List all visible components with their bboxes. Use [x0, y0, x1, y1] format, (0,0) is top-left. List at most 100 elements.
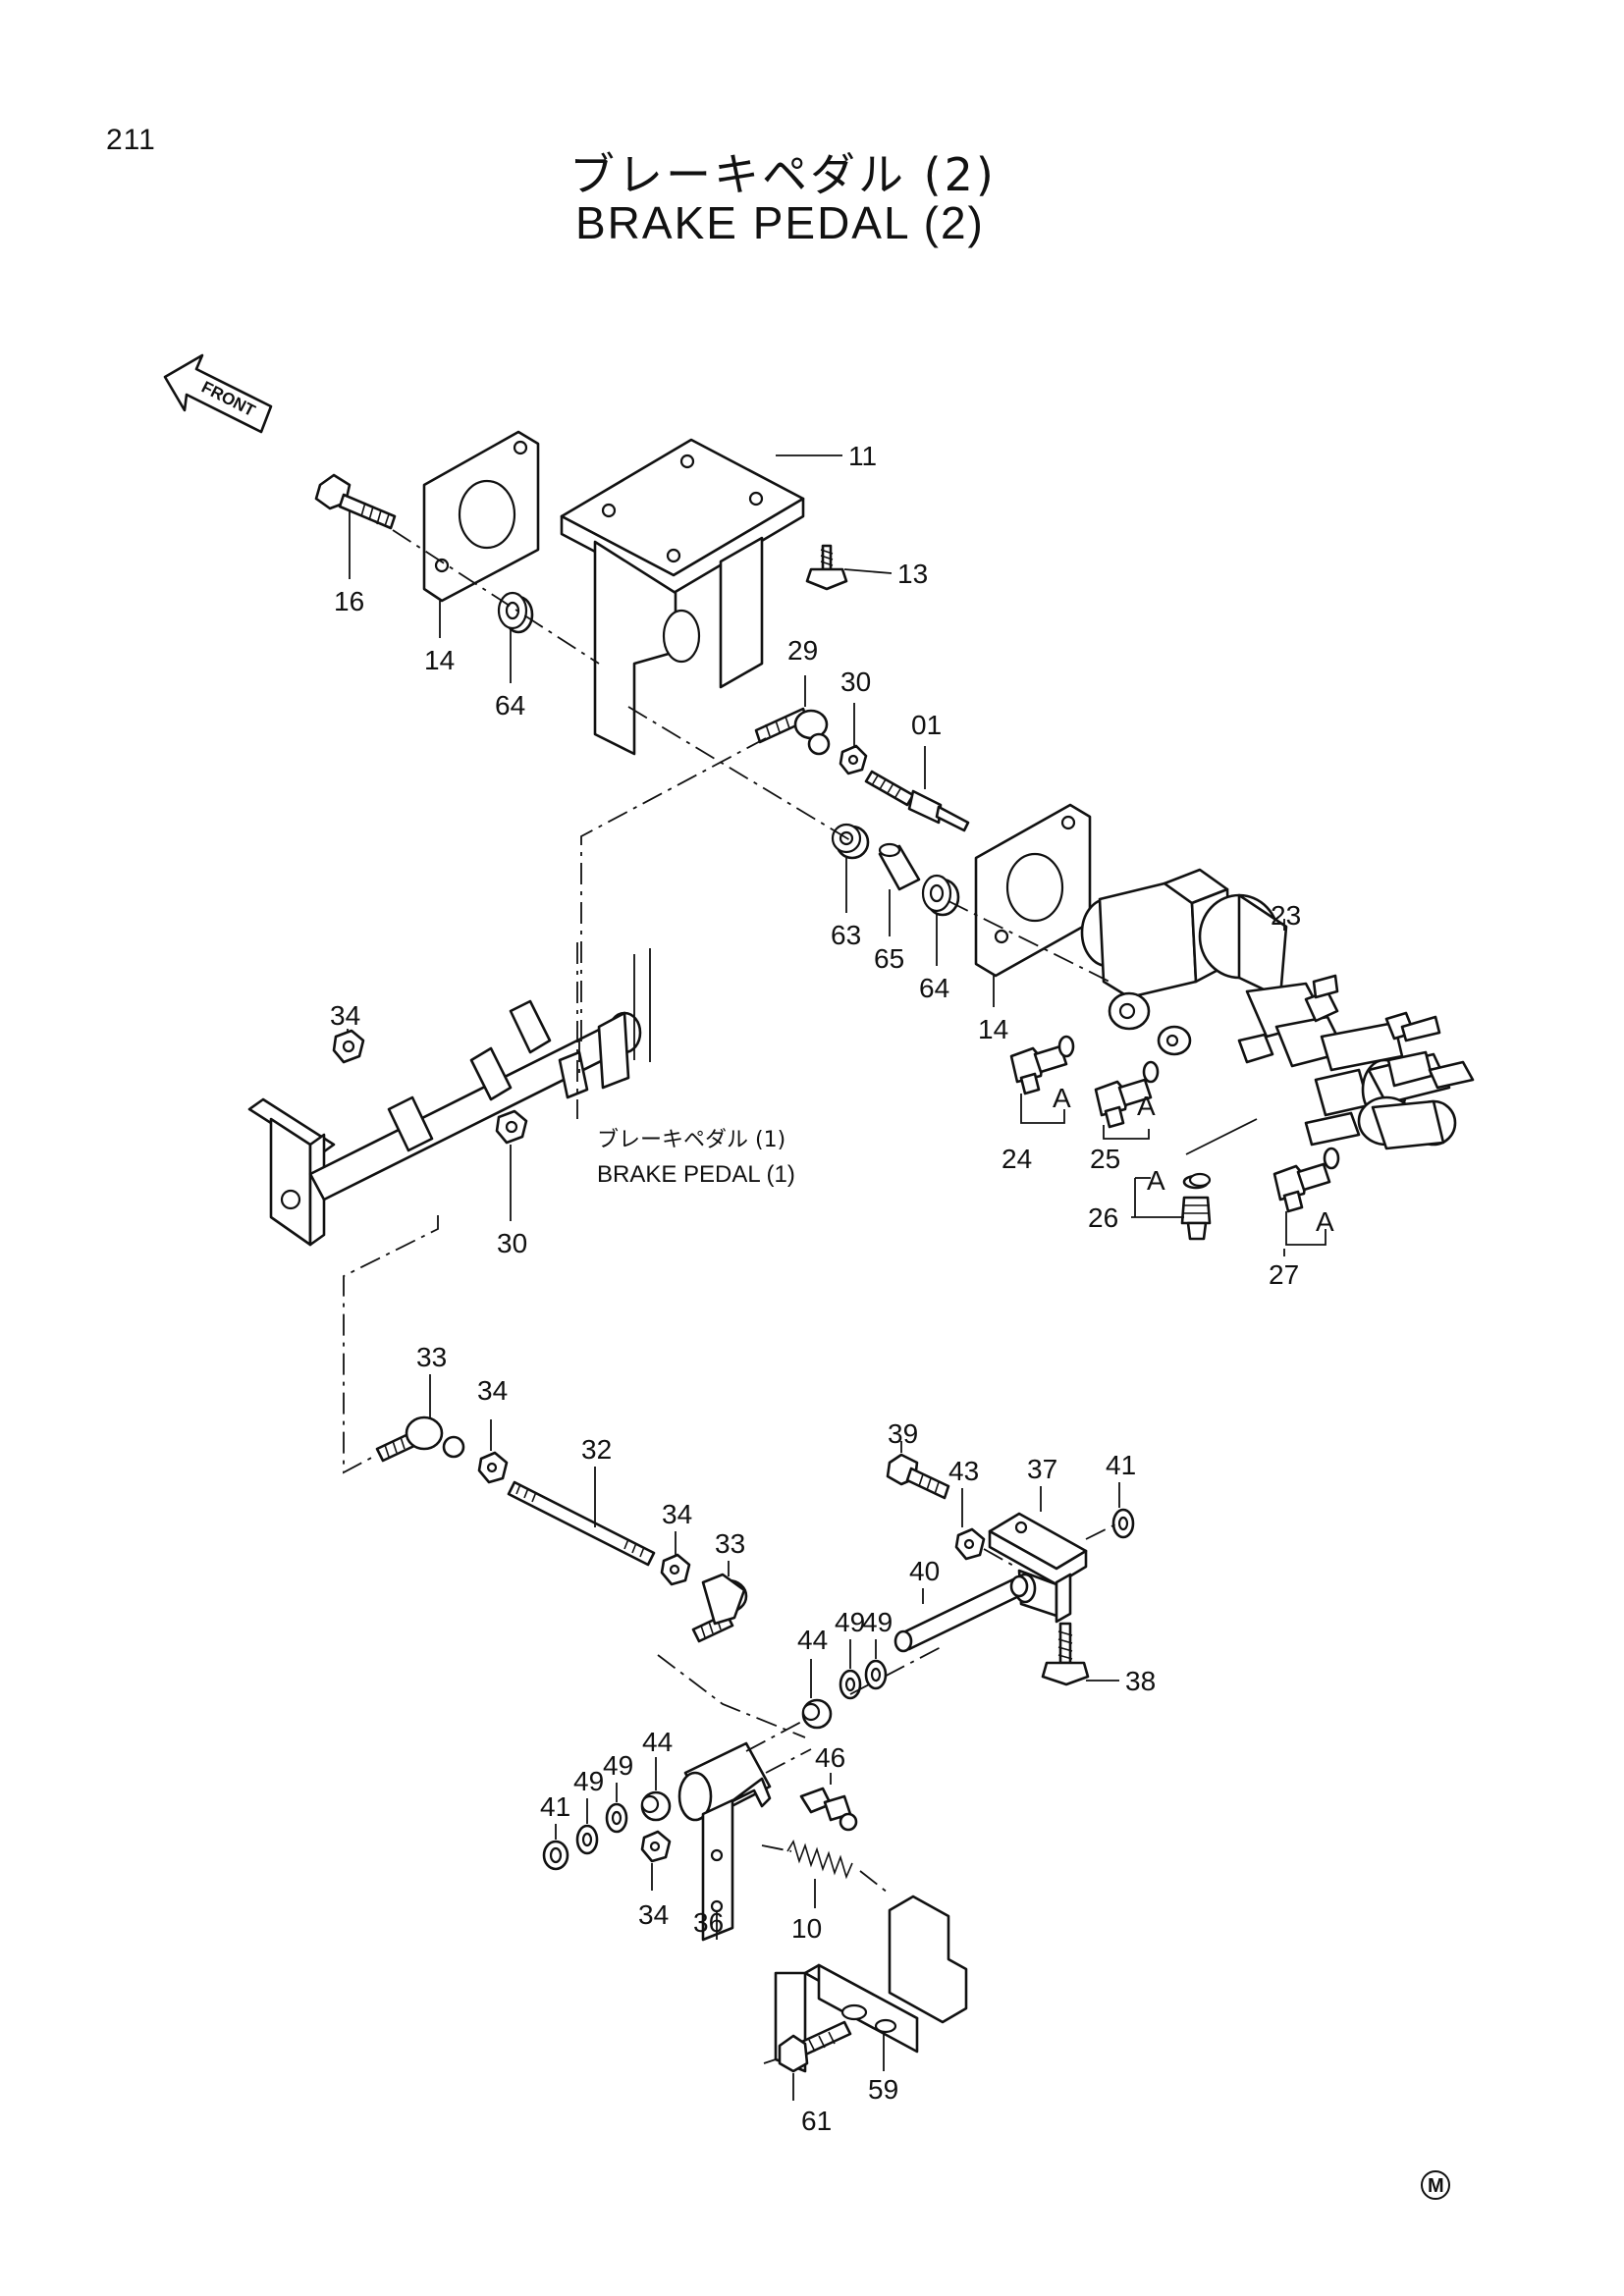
callout-leader-lines: [347, 454, 1326, 2101]
callout-11: 11: [848, 441, 877, 471]
part-33-rod-end-left: [375, 1415, 465, 1463]
part-39-bolt: [886, 1453, 950, 1500]
callout-14-upper: 14: [424, 645, 455, 675]
reference-label-japanese: ブレーキペダル (1): [597, 1128, 785, 1152]
part-49-washer-d: [575, 1824, 599, 1855]
part-33-rod-end-right: [691, 1573, 748, 1643]
callout-64-upper: 64: [495, 690, 525, 721]
part-27-fitting: [1272, 1147, 1340, 1213]
callout-30-upper: 30: [840, 667, 871, 697]
detail-marker-a-24: A: [1053, 1083, 1071, 1113]
part-13-bolt: [805, 544, 848, 591]
part-32-rod: [507, 1480, 656, 1567]
callout-49-d: 49: [573, 1766, 604, 1796]
callout-13: 13: [897, 559, 928, 589]
callout-29: 29: [787, 635, 818, 666]
callout-34-rod-left: 34: [477, 1375, 508, 1406]
part-49-washer-b: [864, 1659, 888, 1690]
assembly-centerlines: [343, 529, 1118, 1894]
part-40-pin: [893, 1575, 1029, 1653]
detail-marker-a-group: A A A A: [1053, 1083, 1334, 1237]
detail-marker-a-25: A: [1137, 1091, 1156, 1121]
part-64-bushing-upper: [497, 591, 534, 634]
part-41-circlip-upper: [1111, 1508, 1135, 1539]
callout-34-rod-right: 34: [662, 1499, 692, 1529]
detail-marker-a-26: A: [1147, 1165, 1165, 1196]
callout-41-upper: 41: [1106, 1450, 1136, 1480]
callout-41-lower: 41: [540, 1791, 570, 1822]
part-61-bolt: [778, 2020, 852, 2073]
part-16-bolt: [314, 473, 397, 530]
callout-63: 63: [831, 920, 861, 950]
front-direction-arrow: FRONT: [163, 353, 273, 434]
corner-circled-mark: M: [1421, 2170, 1450, 2200]
part-29-ball-joint: [754, 707, 831, 756]
part-64-bushing-lower: [921, 874, 960, 917]
part-36-lever: [677, 1741, 772, 1942]
part-30-nut-lower: [495, 1109, 528, 1145]
callout-27: 27: [1269, 1259, 1299, 1290]
callout-37: 37: [1027, 1454, 1057, 1484]
part-01-push-rod: [864, 770, 970, 832]
callout-34-lever: 34: [638, 1899, 669, 1930]
callout-49-c: 49: [603, 1750, 633, 1781]
part-44-bushing-upper: [801, 1698, 833, 1730]
part-46-grease-nipple: [799, 1787, 858, 1832]
callout-39: 39: [888, 1418, 918, 1449]
callout-30-lower: 30: [497, 1228, 527, 1258]
page-title-japanese: ブレーキペダル (2): [569, 148, 997, 201]
callout-64-lower: 64: [919, 973, 949, 1003]
part-14-flange-plate-upper: [422, 430, 540, 603]
callout-23: 23: [1271, 900, 1301, 931]
part-34-nut-lever: [640, 1830, 672, 1863]
part-44-bushing-lower: [640, 1790, 672, 1822]
brake-pedal-1-reference-assembly: [247, 948, 651, 1247]
part-34-nut-rod-left: [477, 1451, 509, 1484]
callout-10: 10: [791, 1913, 822, 1944]
detail-marker-a-27: A: [1316, 1206, 1334, 1237]
callout-25: 25: [1090, 1144, 1120, 1174]
callout-36: 36: [693, 1907, 724, 1938]
callout-16: 16: [334, 586, 364, 616]
callout-34-upper: 34: [330, 1000, 360, 1031]
part-65-collar: [878, 842, 921, 891]
part-14-flange-plate-lower: [974, 803, 1092, 978]
callout-01: 01: [911, 710, 942, 740]
corner-mark-letter: M: [1428, 2175, 1444, 2197]
part-11-mounting-bracket: [560, 438, 805, 756]
callout-24: 24: [1001, 1144, 1032, 1174]
callout-40: 40: [909, 1556, 940, 1586]
reference-label-english: BRAKE PEDAL (1): [597, 1161, 795, 1188]
callout-33-right: 33: [715, 1528, 745, 1559]
part-34-nut-rod-right: [660, 1553, 691, 1586]
callout-49-a: 49: [835, 1607, 865, 1637]
callout-14-lower: 14: [978, 1014, 1008, 1044]
callout-44-upper: 44: [797, 1625, 828, 1655]
part-30-nut-upper: [839, 744, 868, 775]
part-41-circlip-lower: [542, 1840, 569, 1871]
callout-33-left: 33: [416, 1342, 447, 1372]
page-title-english: BRAKE PEDAL (2): [575, 197, 985, 248]
callout-numbers: 11 13 16 14 64 29 30 01 63 65 64 14 23 3…: [330, 441, 1301, 2136]
callout-26: 26: [1088, 1202, 1118, 1233]
part-24-fitting: [1009, 1035, 1075, 1095]
part-49-washer-c: [605, 1802, 628, 1834]
part-43-nut: [954, 1527, 986, 1561]
callout-38: 38: [1125, 1666, 1156, 1696]
page-number: 211: [106, 124, 156, 156]
callout-43: 43: [948, 1456, 979, 1486]
callout-59: 59: [868, 2074, 898, 2105]
callout-46: 46: [815, 1742, 845, 1773]
part-25-fitting: [1094, 1060, 1160, 1129]
callout-44-lower: 44: [642, 1727, 673, 1757]
callout-32: 32: [581, 1434, 612, 1465]
part-10-spring: [786, 1840, 853, 1880]
callout-49-b: 49: [862, 1607, 893, 1637]
part-23-brake-valve: [1080, 868, 1475, 1150]
part-34-nut-upper: [332, 1029, 365, 1064]
part-38-bolt: [1041, 1622, 1090, 1686]
part-63-bushing: [831, 823, 870, 860]
part-37-bracket: [988, 1512, 1088, 1624]
